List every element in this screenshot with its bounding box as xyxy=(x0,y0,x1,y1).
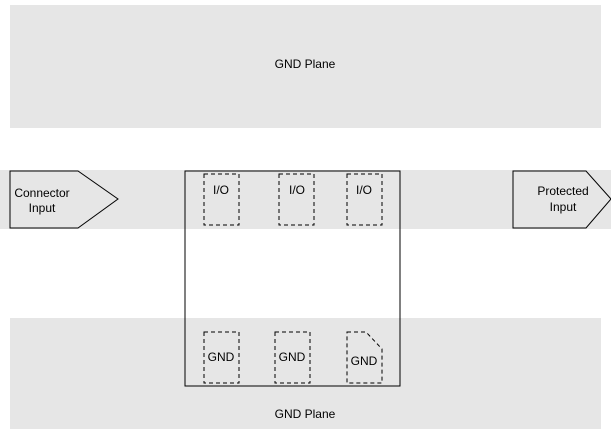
io-pad-1 xyxy=(203,173,240,226)
bottom-gnd-plane xyxy=(10,318,601,429)
gnd-pad-1-label: GND xyxy=(208,350,235,364)
protected-input-arrow xyxy=(512,170,611,229)
gnd-pad-2-label: GND xyxy=(279,350,306,364)
protected-input-label-line1: Protected xyxy=(537,184,588,198)
io-pad-2 xyxy=(278,173,315,226)
top-gnd-plane-label: GND Plane xyxy=(275,57,336,71)
protected-input-label-line2: Input xyxy=(550,200,577,214)
io-pad-1-label: I/O xyxy=(213,183,229,197)
bottom-gnd-plane-label: GND Plane xyxy=(275,407,336,421)
top-gnd-plane xyxy=(10,5,601,128)
device-package xyxy=(184,170,401,387)
connector-input-label-line2: Input xyxy=(29,201,56,215)
gnd-pad-2 xyxy=(274,331,311,384)
gnd-pad-3-label: GND xyxy=(351,354,378,368)
connector-input-arrow xyxy=(9,170,119,229)
io-pad-2-label: I/O xyxy=(289,183,305,197)
gnd-pad-1 xyxy=(203,331,240,384)
io-pad-3-label: I/O xyxy=(356,183,372,197)
gnd-pad-3-chamfered xyxy=(346,331,383,384)
connector-input-label-line1: Connector xyxy=(14,186,69,200)
io-pad-3 xyxy=(346,173,383,226)
